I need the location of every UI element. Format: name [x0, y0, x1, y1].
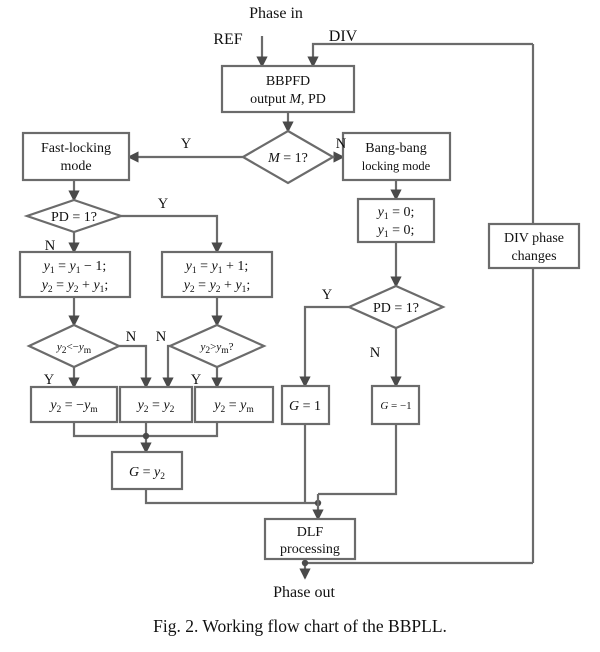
node-y-reset-line1: y1 = 0;: [376, 205, 415, 222]
node-g-neg-one: G = −1: [370, 384, 421, 426]
io-labels: Phase in REF DIV Phase out: [213, 5, 357, 601]
edge-gneg-to-trunk: [318, 424, 398, 496]
node-increment-line2: y2 = y2 + y1;: [182, 278, 251, 295]
node-dlf-line1: DLF: [297, 525, 324, 540]
node-m-check: M = 1?: [240, 129, 336, 185]
node-fast-locking-line2: mode: [60, 159, 91, 174]
node-bang-bang-line1: Bang-bang: [365, 141, 426, 156]
node-y-reset-shape: [356, 197, 436, 244]
node-clamp-keep-label: y2 = y2: [136, 398, 175, 415]
node-bbpfd: BBPFD output M, PD: [220, 64, 356, 114]
node-div-phase-shape: [487, 222, 581, 270]
node-g-pos-one: G = 1: [280, 384, 331, 426]
node-g-neg-one-label: G = −1: [380, 400, 411, 412]
node-div-phase-line2: changes: [511, 249, 556, 264]
node-clamp-pos-label: y2 = ym: [212, 398, 254, 415]
node-increment-line1: y1 = y1 + 1;: [184, 259, 249, 276]
node-increment-box: y1 = y1 + 1; y2 = y2 + y1;: [160, 250, 274, 299]
edge-label-pdleft-no: N: [45, 238, 56, 254]
edge-label-pdright-yes: Y: [322, 287, 333, 303]
node-bbpfd-line1: BBPFD: [266, 74, 310, 89]
figure-caption: Fig. 2. Working flow chart of the BBPLL.: [153, 616, 447, 636]
label-div: DIV: [329, 28, 358, 45]
edge-label-negcheck-yes: Y: [44, 372, 55, 388]
node-bbpfd-line2: output M, PD: [250, 92, 326, 107]
node-pd-check-left: PD = 1?: [23, 198, 125, 234]
node-neg-clamp-check-label: y2<−ym: [56, 341, 92, 356]
edge-label-pdleft-yes: Y: [158, 196, 169, 212]
edge-poscheck-no: [162, 344, 174, 389]
node-dlf-shape: [263, 517, 357, 561]
node-decrement-line2: y2 = y2 + y1;: [40, 278, 109, 295]
node-clamp-pos-shape: [193, 385, 275, 424]
node-fast-locking-shape: [21, 131, 131, 182]
node-increment-shape: [160, 250, 274, 299]
node-clamp-keep: y2 = y2: [118, 385, 194, 424]
node-decrement-shape: [18, 250, 132, 299]
edge-div-to-bbpfd: [307, 42, 533, 68]
node-m-check-shape: [240, 129, 336, 185]
label-ref: REF: [213, 31, 242, 48]
flow-connectors: [68, 36, 535, 580]
node-dlf-line2: processing: [280, 542, 340, 557]
edge-label-m-yes: Y: [181, 136, 192, 152]
node-g-eq-y2-label: G = y2: [129, 465, 165, 482]
edge-label-pdright-no: N: [370, 345, 381, 361]
edge-label-negcheck-no: N: [126, 329, 137, 345]
node-div-phase-line1: DIV phase: [504, 231, 564, 246]
node-decrement-line1: y1 = y1 − 1;: [42, 259, 107, 276]
node-y-reset-line2: y1 = 0;: [376, 223, 415, 240]
node-g-pos-one-shape: [280, 384, 331, 426]
node-bbpfd-shape: [220, 64, 356, 114]
node-clamp-neg-shape: [29, 385, 119, 424]
node-bang-bang-line2: locking mode: [362, 159, 431, 173]
node-clamp-neg-label: y2 = −ym: [48, 398, 98, 415]
junction-clamp-merge: [142, 432, 150, 440]
node-clamp-pos: y2 = ym: [193, 385, 275, 424]
node-m-check-label: M = 1?: [267, 151, 308, 166]
node-bang-bang-mode: Bang-bang locking mode: [341, 131, 452, 182]
node-pd-check-right: PD = 1?: [346, 284, 446, 330]
edge-label-poscheck-no: N: [156, 329, 167, 345]
node-div-phase-changes: DIV phase changes: [487, 222, 581, 270]
node-g-eq-y2: G = y2: [110, 450, 184, 491]
node-dlf-processing: DLF processing: [263, 517, 357, 561]
node-g-pos-one-label: G = 1: [289, 399, 321, 414]
edge-negcheck-no: [119, 344, 152, 389]
edge-gy2-to-dlf: [144, 489, 318, 505]
node-y-reset: y1 = 0; y1 = 0;: [356, 197, 436, 244]
node-clamp-keep-shape: [118, 385, 194, 424]
edge-pdright-yes: [299, 305, 349, 388]
node-pd-check-left-label: PD = 1?: [51, 210, 97, 225]
edge-label-poscheck-yes: Y: [191, 372, 202, 388]
node-neg-clamp-check: y2<−ym: [26, 323, 122, 369]
node-pos-clamp-check-label: y2>ym?: [199, 341, 233, 356]
node-pd-check-right-label: PD = 1?: [373, 301, 419, 316]
node-pos-clamp-check: y2>ym?: [167, 323, 267, 369]
node-fast-locking-line1: Fast-locking: [41, 141, 111, 156]
label-phase-in: Phase in: [249, 5, 303, 22]
node-decrement-box: y1 = y1 − 1; y2 = y2 + y1;: [18, 250, 132, 299]
edge-label-m-no: N: [336, 136, 347, 152]
edge-pdleft-yes: [121, 214, 223, 254]
node-fast-locking-mode: Fast-locking mode: [21, 131, 131, 182]
node-neg-clamp-check-shape: [26, 323, 122, 369]
node-clamp-neg: y2 = −ym: [29, 385, 119, 424]
node-g-neg-one-shape: [370, 384, 421, 426]
node-pos-clamp-check-shape: [167, 323, 267, 369]
edge-labels: Y N Y N N Y N Y Y N: [44, 136, 381, 388]
node-pd-check-left-shape: [23, 198, 125, 234]
junction-dlf-output: [301, 559, 309, 567]
node-bang-bang-shape: [341, 131, 452, 182]
node-g-eq-y2-shape: [110, 450, 184, 491]
node-pd-check-right-shape: [346, 284, 446, 330]
label-phase-out: Phase out: [273, 584, 335, 601]
